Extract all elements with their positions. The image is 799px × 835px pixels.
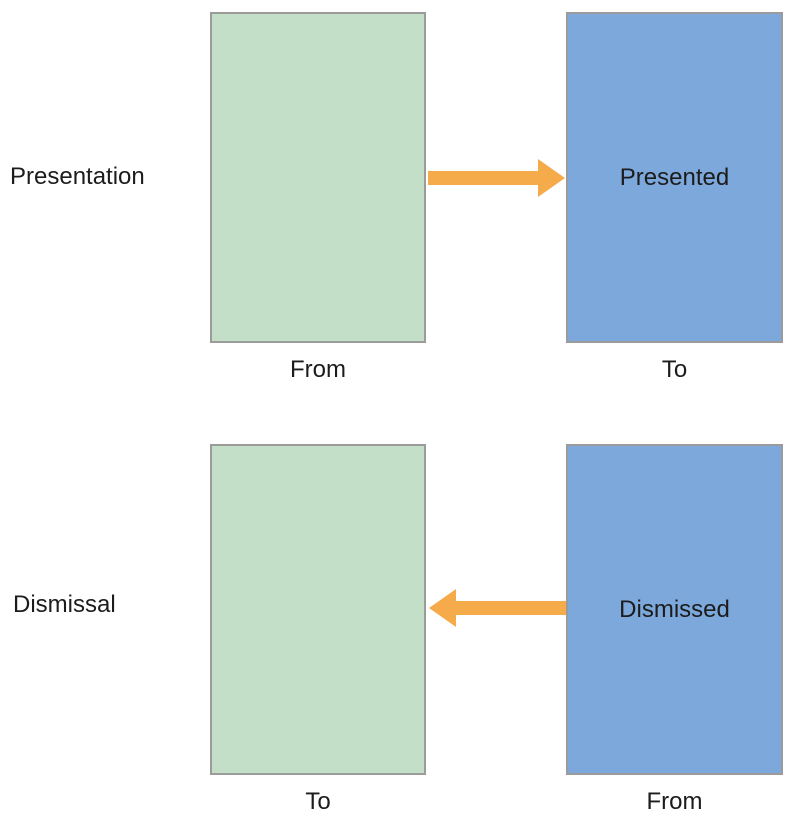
presentation-to-box: Presented xyxy=(566,12,783,343)
arrow-left-icon xyxy=(429,589,566,627)
dismissal-from-caption: From xyxy=(646,788,703,815)
arrow-right-icon xyxy=(428,159,565,197)
dismissed-label: Dismissed xyxy=(619,595,730,623)
presentation-from-box xyxy=(210,12,426,343)
presentation-to-caption: To xyxy=(661,356,688,383)
dismissal-from-box: Dismissed xyxy=(566,444,783,775)
row-label-presentation: Presentation xyxy=(10,163,145,190)
dismissal-to-caption: To xyxy=(305,788,331,815)
presented-label: Presented xyxy=(619,163,730,191)
dismissal-to-box xyxy=(210,444,426,775)
row-label-dismissal: Dismissal xyxy=(13,591,116,618)
presentation-from-caption: From xyxy=(290,356,346,383)
